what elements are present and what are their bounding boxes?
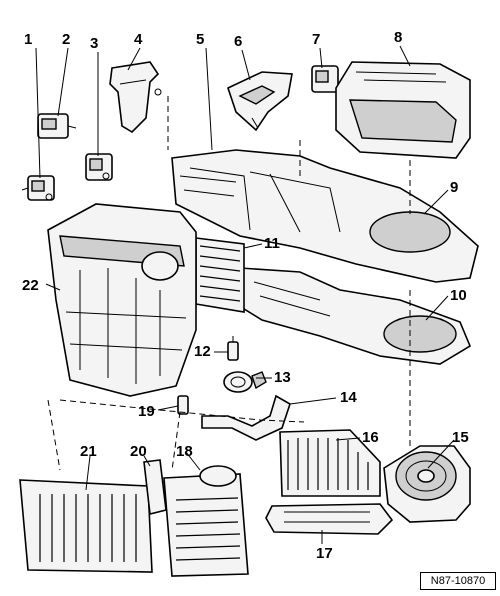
callout-13: 13: [274, 369, 291, 386]
callout-2: 2: [62, 31, 70, 48]
part-17-cover-tray: [265, 503, 394, 535]
callout-9: 9: [450, 179, 458, 196]
callout-15: 15: [452, 429, 469, 446]
callout-labels: 1 2 3 4 5 6 7 8 9 10 11 12 13 14 15 16 1…: [22, 29, 469, 562]
part-13-seal-ring: [223, 371, 267, 393]
callout-5: 5: [196, 31, 204, 48]
part-18-evaporator: [163, 465, 249, 577]
callout-10: 10: [450, 287, 467, 304]
part-4-bracket: [109, 61, 162, 134]
callout-12: 12: [194, 343, 211, 360]
part-22-main-housing: [47, 203, 197, 397]
callout-22: 22: [22, 277, 39, 294]
part-19-clip: [177, 395, 189, 415]
part-15-blower-fan: [383, 445, 471, 523]
reference-code: N87-10870: [420, 572, 496, 590]
callout-18: 18: [176, 443, 193, 460]
callout-6: 6: [234, 33, 242, 50]
part-1-servo-motor: [21, 175, 55, 201]
callout-1: 1: [24, 31, 32, 48]
callout-19: 19: [138, 403, 155, 420]
callout-7: 7: [312, 31, 320, 48]
part-14-drain-hose: [201, 394, 291, 441]
part-16-pollen-filter: [279, 429, 381, 497]
part-21-heater-core: [19, 479, 153, 573]
leader-lines: [35, 45, 455, 544]
part-2-servo-motor: [37, 113, 77, 139]
part-7-servo-motor: [311, 65, 339, 93]
callout-21: 21: [80, 443, 97, 460]
callout-20: 20: [130, 443, 147, 460]
callout-11: 11: [264, 235, 280, 252]
part-9-upper-housing: [171, 149, 479, 283]
callout-8: 8: [394, 29, 402, 46]
callout-3: 3: [90, 35, 98, 52]
part-12-sensor: [227, 336, 239, 361]
callout-17: 17: [316, 545, 333, 562]
part-11-filter-element: [195, 237, 245, 313]
part-8-housing-cover: [335, 61, 471, 159]
part-10-lower-housing: [235, 267, 472, 365]
assembly-guide-lines: [47, 96, 411, 471]
part-3-servo-motor: [85, 153, 113, 181]
callout-16: 16: [362, 429, 379, 446]
part-6-motor: [227, 71, 293, 132]
callout-4: 4: [134, 31, 143, 48]
callout-14: 14: [340, 389, 357, 406]
